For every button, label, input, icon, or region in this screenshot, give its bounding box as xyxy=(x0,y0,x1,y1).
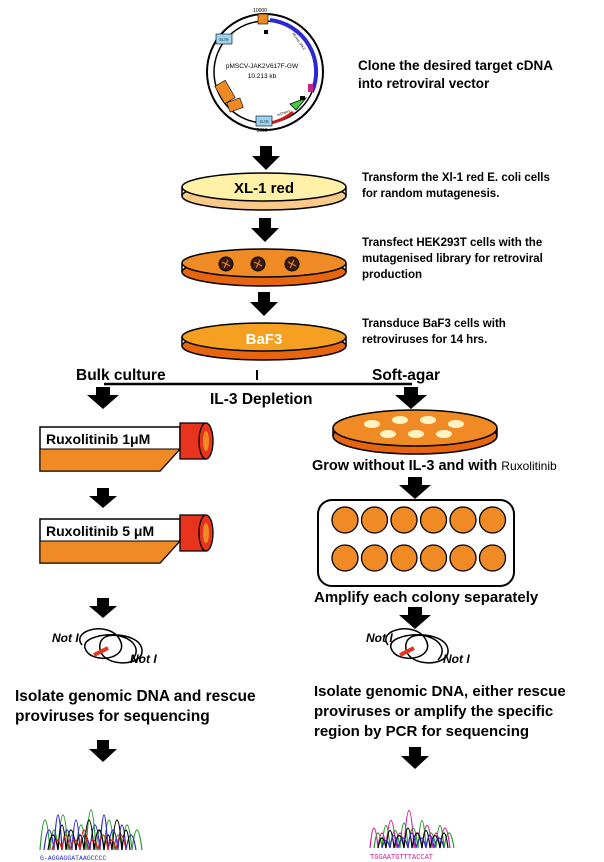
step-transfect-line1: Transfect HEK293T cells with the xyxy=(362,237,542,249)
well xyxy=(360,544,389,572)
arrow-down-icon xyxy=(399,477,431,499)
flask2-label: Ruxolitinib 5 μM xyxy=(46,523,154,539)
arrow-down-icon xyxy=(252,146,280,170)
arrow-down-icon xyxy=(89,740,117,762)
right-notI-bottom: Not I xyxy=(443,652,470,666)
provirus-dna-icon xyxy=(385,628,449,664)
right-notI-top: Not I xyxy=(366,631,393,645)
step-clone-line2: into retroviral vector xyxy=(358,76,490,91)
plasmid-map: 10000 5000 pMSCV-JAK2V617F-GW 10.213 kb … xyxy=(206,8,324,134)
plasmid-feature-ltr3: 3'LTR xyxy=(260,120,269,124)
right-isolate-line2: proviruses or amplify the specific xyxy=(314,703,553,720)
plasmid-feature-mcherry: mCherry xyxy=(277,109,291,117)
well xyxy=(449,506,477,534)
plasmid-feature-ltr5: 5'LTR xyxy=(220,38,229,42)
step-transform-line2: for random mutagenesis. xyxy=(362,188,499,200)
grow-text: Grow without IL-3 and with Ruxolitinib xyxy=(312,458,557,474)
well xyxy=(360,506,389,534)
left-isolate-line1: Isolate genomic DNA and rescue xyxy=(15,688,256,705)
well xyxy=(390,506,418,534)
step-transduce-line1: Transduce BaF3 cells with xyxy=(362,318,506,330)
well xyxy=(331,506,359,534)
ltr-3-box xyxy=(255,115,273,127)
step-transform-line1: Transform the Xl-1 red E. coli cells xyxy=(362,172,550,184)
step-clone-line1: Clone the desired target cDNA xyxy=(358,58,553,73)
arrow-down-icon xyxy=(395,387,427,409)
arrow-down-icon xyxy=(399,607,431,629)
arrow-down-icon xyxy=(251,218,279,242)
well xyxy=(478,506,507,534)
amplify-text: Amplify each colony separately xyxy=(314,589,539,606)
flask-ruxolitinib-1: Ruxolitinib 1μM xyxy=(39,422,214,472)
baf3-label: BaF3 xyxy=(246,331,283,348)
plasmid-top-number: 10000 xyxy=(253,8,267,14)
well xyxy=(419,544,448,572)
well-plate xyxy=(317,499,515,587)
branch-center-label: IL-3 Depletion xyxy=(210,391,312,408)
arrow-down-icon xyxy=(89,598,117,618)
well xyxy=(390,544,418,572)
ltr-5-box xyxy=(215,33,233,45)
left-notI-bottom: Not I xyxy=(130,652,157,666)
grow-text-prefix: Grow without IL-3 and with xyxy=(312,458,501,474)
well xyxy=(419,506,448,534)
arrow-down-icon xyxy=(401,747,429,769)
grow-text-drug: Ruxolitinib xyxy=(501,459,557,473)
branch-right-label: Soft-agar xyxy=(372,367,440,384)
arrow-down-icon xyxy=(87,387,119,409)
well xyxy=(449,544,477,572)
step-transfect-line3: production xyxy=(362,269,422,281)
virus-particle-icon xyxy=(284,256,300,272)
arrow-down-icon xyxy=(250,292,278,316)
plasmid-bottom-number: 5000 xyxy=(256,128,267,134)
flask1-label: Ruxolitinib 1μM xyxy=(46,431,150,447)
plasmid-name: pMSCV-JAK2V617F-GW xyxy=(226,63,299,70)
left-isolate-line2: proviruses for sequencing xyxy=(15,708,210,725)
soft-agar-dish xyxy=(332,409,498,455)
left-sequence: G-AGGAGGATAAGCCCC xyxy=(40,855,106,862)
well xyxy=(331,544,359,572)
chromatogram-right: TGGAATGTTTACCAT xyxy=(369,810,455,862)
baf3-dish: BaF3 xyxy=(181,322,347,361)
chromatogram-left: G-AGGAGGATAAGCCCC xyxy=(39,809,143,862)
plasmid-size: 10.213 kb xyxy=(248,73,277,80)
virus-particle-icon xyxy=(218,256,234,272)
right-isolate-line3: region by PCR for sequencing xyxy=(314,723,529,740)
branch-left-label: Bulk culture xyxy=(76,367,166,384)
right-sequence: TGGAATGTTTACCAT xyxy=(370,854,433,862)
xl1-red-dish: XL-1 red xyxy=(181,172,347,211)
step-transfect-line2: mutagenised library for retroviral xyxy=(362,253,543,265)
left-notI-top: Not I xyxy=(52,631,79,645)
step-transduce-line2: retroviruses for 14 hrs. xyxy=(362,334,487,346)
arrow-down-icon xyxy=(89,488,117,508)
provirus-dna-icon xyxy=(79,628,143,664)
xl1-label: XL-1 red xyxy=(234,180,294,197)
right-isolate-line1: Isolate genomic DNA, either rescue xyxy=(314,683,566,700)
virus-particle-icon xyxy=(250,256,266,272)
flask-ruxolitinib-5: Ruxolitinib 5 μM xyxy=(39,514,214,564)
hek293t-dish xyxy=(181,248,347,287)
well xyxy=(478,544,507,572)
branch-connector xyxy=(104,370,412,386)
